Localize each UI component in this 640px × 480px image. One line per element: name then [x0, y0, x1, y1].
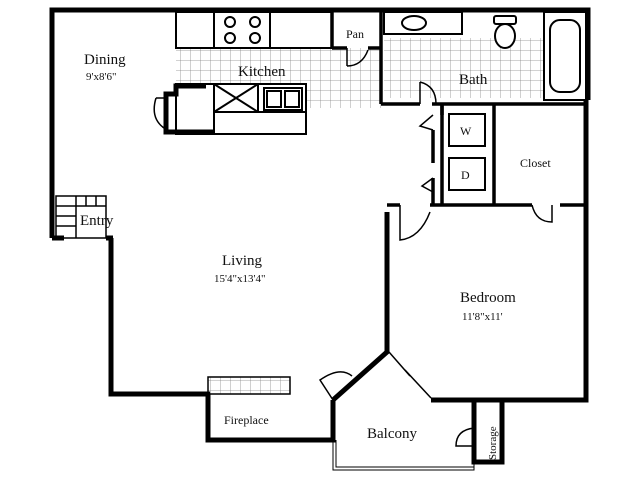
closet-door [531, 204, 553, 223]
bathtub-basin [549, 19, 581, 93]
room-label-storage: Storage [487, 426, 499, 460]
burner-icon [249, 32, 261, 44]
stove [213, 11, 271, 49]
burner-icon [224, 32, 236, 44]
kitchen-nook-door [153, 97, 165, 129]
room-label-balcony: Balcony [367, 426, 417, 442]
room-label-dryer: D [461, 168, 470, 182]
kitchen-tile-floor-lower [306, 88, 381, 108]
room-size-dining: 9'x8'6" [86, 71, 116, 83]
kitchen-nook-wall [163, 83, 214, 135]
bath-fixtures [383, 11, 587, 101]
washer [448, 113, 486, 147]
exterior-walls [49, 7, 591, 465]
fireplace-hearth [207, 376, 291, 395]
room-label-closet: Closet [520, 156, 551, 170]
room-label-pantry: Pan [346, 27, 364, 41]
balcony-railing-inner [335, 440, 474, 468]
toilet-tank [493, 15, 517, 25]
room-label-entry: Entry [80, 213, 114, 229]
storage-door [455, 427, 475, 447]
entry-steps [55, 195, 107, 239]
room-label-kitchen: Kitchen [238, 64, 286, 80]
room-label-living: Living [222, 253, 262, 269]
burner-icon [249, 16, 261, 28]
room-label-washer: W [460, 124, 472, 138]
laundry-door-lower [420, 177, 434, 193]
room-size-living: 15'4"x13'4" [214, 273, 265, 285]
dryer [448, 157, 486, 191]
bath-sink-icon [401, 15, 427, 31]
laundry-door-upper [418, 114, 434, 131]
refrigerator-nook [175, 83, 215, 135]
room-size-bedroom: 11'8"x11' [462, 311, 503, 323]
bedroom-door [399, 205, 431, 241]
laundry [448, 113, 486, 191]
burner-icon [224, 16, 236, 28]
toilet-icon [494, 23, 516, 49]
room-label-bath: Bath [459, 72, 488, 88]
sliding-door [388, 351, 432, 399]
balcony-railing [332, 440, 475, 471]
bath-door [419, 81, 437, 105]
bath-tile-floor [384, 38, 544, 98]
kitchen-sink [263, 87, 303, 111]
balcony-door [318, 371, 353, 401]
room-label-dining: Dining [84, 52, 126, 68]
pantry-door [346, 48, 369, 67]
room-label-fireplace: Fireplace [224, 413, 269, 427]
room-label-bedroom: Bedroom [460, 290, 516, 306]
